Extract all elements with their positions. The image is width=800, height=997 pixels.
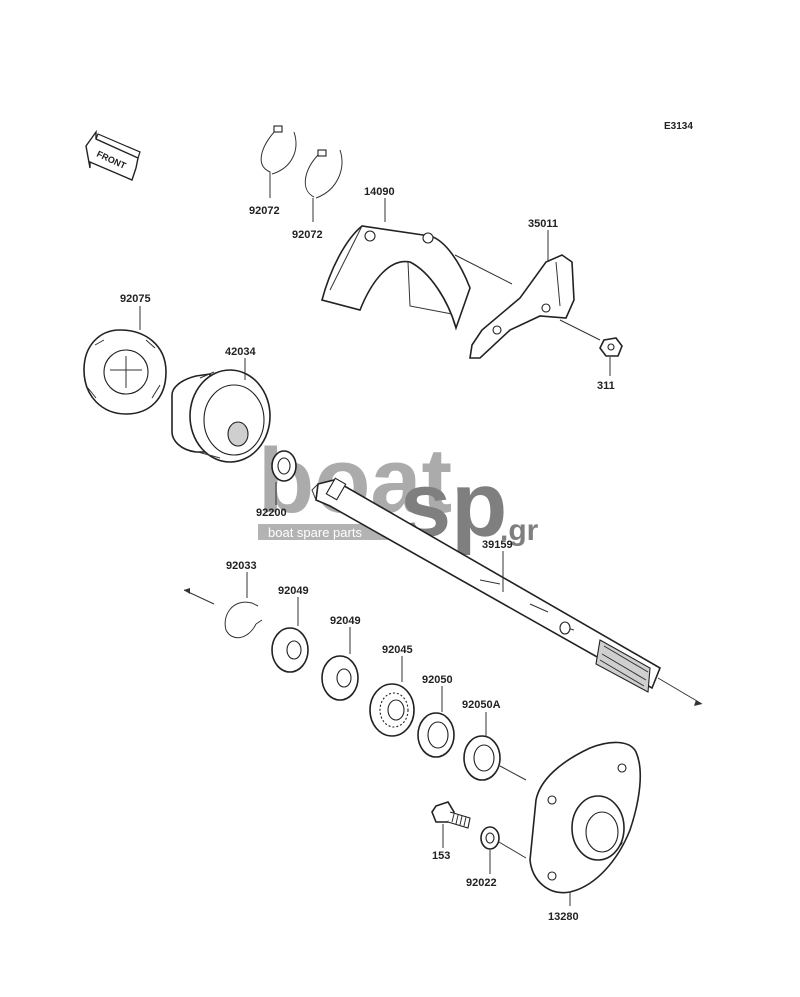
bracket-35011 (469, 254, 575, 359)
nut-311 (599, 337, 623, 357)
diagram-code: E3134 (664, 121, 693, 132)
impeller-42034 (171, 369, 271, 463)
label-153: 153 (432, 850, 450, 862)
label-92045: 92045 (382, 644, 413, 656)
bearing-92050 (417, 712, 455, 758)
front-arrow-icon: FRONT (85, 129, 141, 181)
label-92033: 92033 (226, 560, 257, 572)
label-92200: 92200 (256, 507, 287, 519)
label-92050A: 92050A (462, 699, 501, 711)
label-92072-b: 92072 (292, 229, 323, 241)
label-92075: 92075 (120, 293, 151, 305)
bolt-153 (431, 801, 471, 829)
label-311: 311 (597, 380, 615, 392)
clip-92072-a (260, 125, 297, 176)
seal-92049-a (271, 627, 309, 673)
label-13280: 13280 (548, 911, 579, 923)
part-labels: 92072 92072 14090 35011 311 92075 42034 … (120, 186, 615, 923)
label-39159: 39159 (482, 539, 513, 551)
label-92049-a: 92049 (278, 585, 309, 597)
housing-13280 (529, 741, 642, 894)
circlip-92033 (224, 601, 263, 639)
label-42034: 42034 (225, 346, 256, 358)
label-92022: 92022 (466, 877, 497, 889)
cover-14090 (321, 225, 471, 331)
bearing-92045 (369, 683, 415, 737)
watermark-gr: .gr (500, 514, 539, 547)
washer-92200 (271, 450, 297, 482)
label-92072-a: 92072 (249, 205, 280, 217)
seal-92049-b (321, 655, 359, 701)
shaft-39159 (311, 477, 662, 693)
label-14090: 14090 (364, 186, 395, 198)
coupling-92075 (83, 329, 167, 415)
label-92049-b: 92049 (330, 615, 361, 627)
bearing-92050A (463, 735, 501, 781)
label-35011: 35011 (528, 218, 558, 230)
label-92050: 92050 (422, 674, 453, 686)
watermark-tagline: boat spare parts (268, 525, 362, 540)
clip-92072-b (304, 149, 343, 199)
washer-92022 (480, 826, 500, 850)
